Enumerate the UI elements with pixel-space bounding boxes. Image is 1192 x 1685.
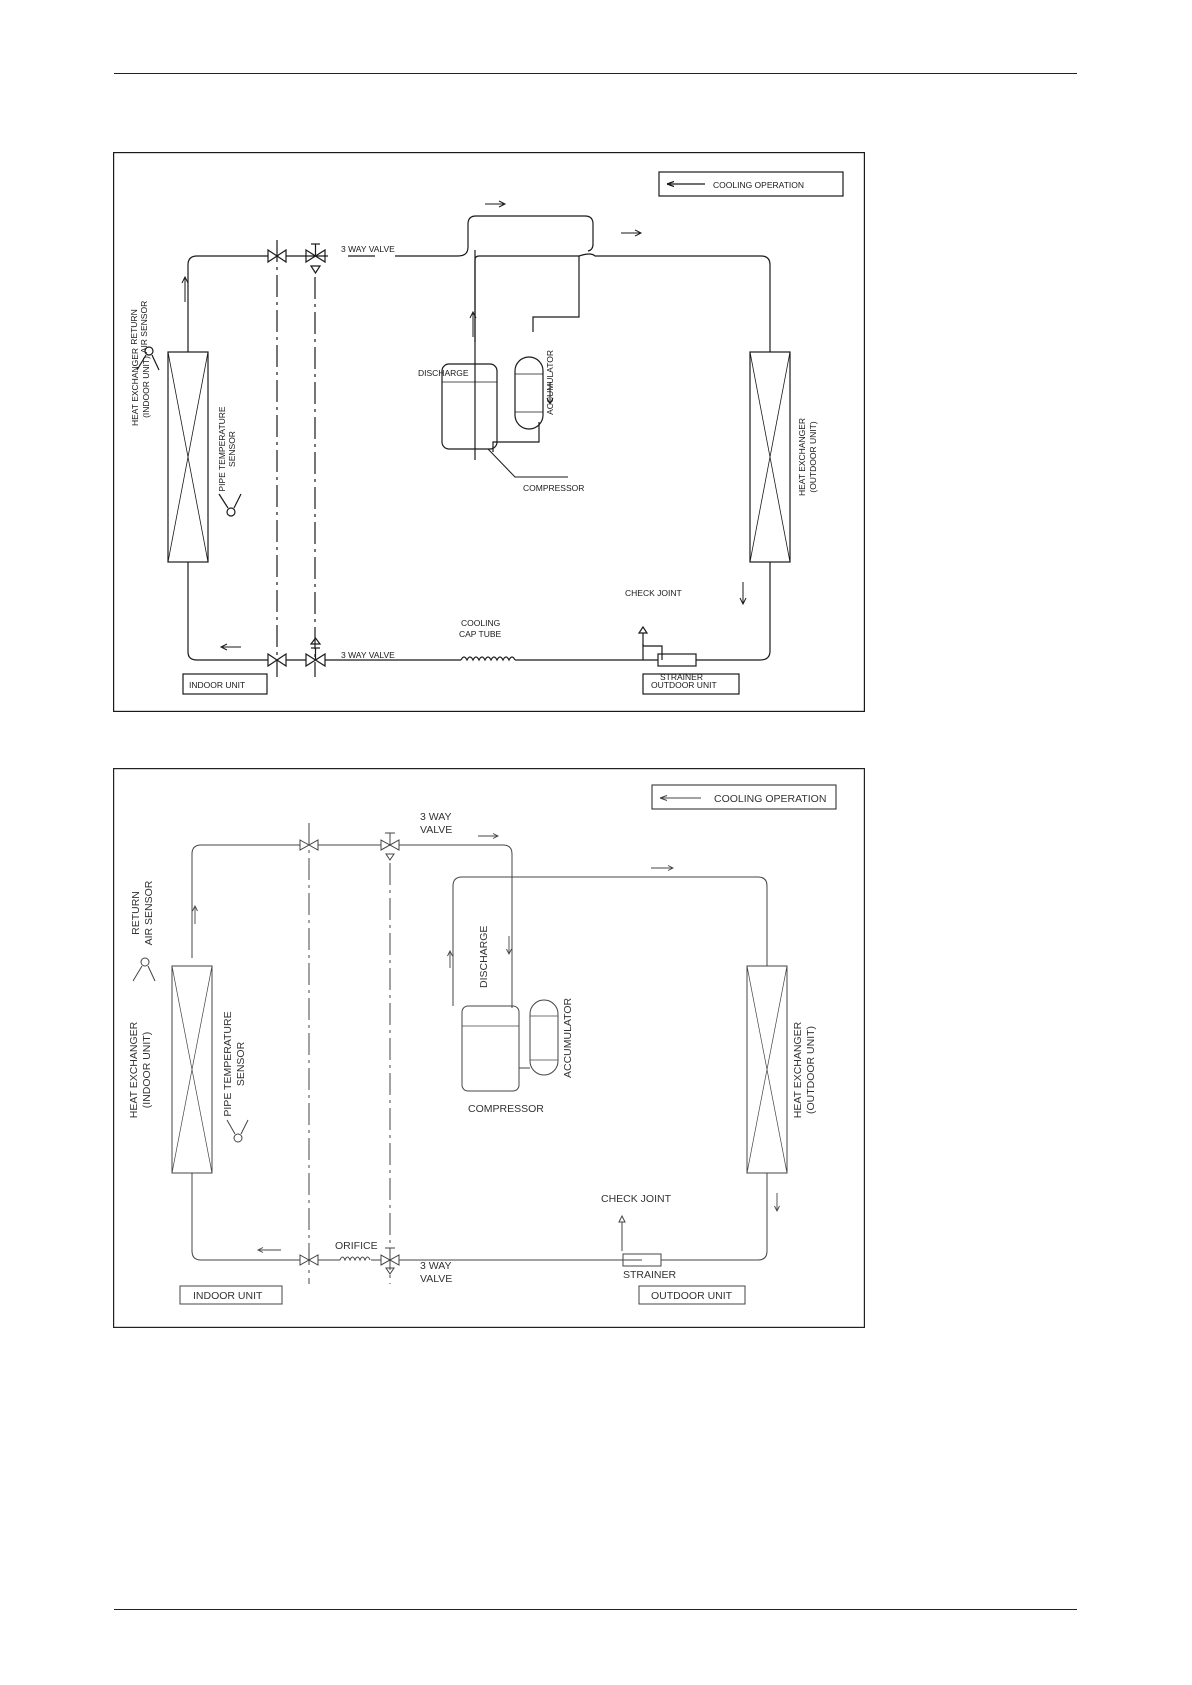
strainer	[657, 653, 697, 667]
discharge-label: DISCHARGE	[418, 368, 469, 378]
legend-box: COOLING OPERATION	[658, 171, 844, 197]
accumulator-label: ACCUMULATOR	[545, 350, 555, 415]
outdoor-hx-label-1: HEAT EXCHANGER	[792, 1021, 804, 1118]
return-sensor-label-1: RETURN	[129, 309, 139, 344]
indoor-hx-label-1: HEAT EXCHANGER	[130, 348, 140, 426]
indoor-hx-label-1: HEAT EXCHANGER	[128, 1021, 140, 1118]
strainer	[622, 1253, 662, 1267]
three-way-valve-top	[305, 243, 326, 275]
outdoor-hx-label-1: HEAT EXCHANGER	[797, 418, 807, 496]
check-joint	[618, 1214, 626, 1233]
indoor-heat-exchanger	[167, 351, 209, 563]
service-valve-top	[299, 839, 319, 851]
outdoor-heat-exchanger	[749, 351, 791, 563]
pipe-sensor-label-1: PIPE TEMPERATURE	[217, 406, 227, 492]
outdoor-heat-exchanger	[746, 965, 788, 1174]
cooling-cycle-diagram-bottom: COOLING OPERATION	[113, 768, 865, 1328]
cap-tube-label-1: COOLING	[461, 618, 500, 628]
valve-top-label-2: VALVE	[420, 824, 452, 836]
compressor-label: COMPRESSOR	[468, 1103, 544, 1115]
cap-tube-coil	[460, 656, 516, 662]
three-way-valve-top	[380, 832, 400, 861]
check-joint	[637, 625, 649, 646]
outdoor-unit-box	[642, 673, 740, 695]
check-joint-label: CHECK JOINT	[625, 588, 682, 598]
flow-arrows	[181, 200, 747, 651]
flow-arrows	[192, 833, 780, 1253]
strainer-label: STRAINER	[660, 672, 703, 682]
return-sensor-label-1: RETURN	[130, 891, 142, 935]
footer-rule	[114, 1609, 1077, 1610]
pipe-temperature-sensor	[218, 493, 242, 517]
orifice-coil	[339, 1256, 371, 1262]
indoor-hx-label-2: (INDOOR UNIT)	[141, 1032, 153, 1108]
valve-label-bottom: 3 WAY VALVE	[341, 650, 395, 660]
valve-bottom-label-2: VALVE	[420, 1273, 452, 1285]
return-sensor-label-2: AIR SENSOR	[139, 301, 149, 353]
compressor	[441, 363, 568, 478]
indoor-heat-exchanger	[171, 965, 213, 1174]
valve-top-label-1: 3 WAY	[420, 811, 452, 823]
valve-label-top: 3 WAY VALVE	[341, 244, 395, 254]
valve-bottom-label-1: 3 WAY	[420, 1260, 452, 1272]
indoor-hx-label-2: (INDOOR UNIT)	[141, 356, 151, 418]
outdoor-hx-label-2: (OUTDOOR UNIT)	[808, 421, 818, 492]
service-valve-bottom	[299, 1254, 319, 1266]
outdoor-unit-label: OUTDOOR UNIT	[651, 1290, 733, 1302]
indoor-unit-box	[182, 673, 268, 695]
legend-label: COOLING OPERATION	[714, 793, 826, 805]
legend-label: COOLING OPERATION	[713, 180, 804, 190]
service-valve-bottom	[267, 652, 287, 668]
return-air-sensor	[132, 957, 156, 982]
cooling-cycle-diagram-top: COOLING OPERATION	[113, 152, 865, 712]
service-valve-top	[267, 248, 287, 264]
check-joint-label: CHECK JOINT	[601, 1193, 672, 1205]
outdoor-unit-box	[638, 1285, 746, 1305]
indoor-unit-label: INDOOR UNIT	[193, 1290, 263, 1302]
pipe-sensor-label-2: SENSOR	[235, 1041, 247, 1086]
compressor	[461, 1005, 520, 1092]
accumulator-label: ACCUMULATOR	[562, 997, 574, 1078]
return-air-sensor	[136, 346, 160, 371]
pipe-sensor-label-2: SENSOR	[227, 431, 237, 467]
legend-box: COOLING OPERATION	[651, 784, 837, 810]
indoor-unit-label: INDOOR UNIT	[189, 680, 245, 690]
return-sensor-label-2: AIR SENSOR	[143, 880, 155, 945]
cap-tube-label-2: CAP TUBE	[459, 629, 502, 639]
pipe-temperature-sensor	[226, 1119, 249, 1143]
pipe-sensor-label-1: PIPE TEMPERATURE	[222, 1011, 234, 1116]
orifice-label: ORIFICE	[335, 1240, 378, 1252]
outdoor-hx-label-2: (OUTDOOR UNIT)	[805, 1026, 817, 1114]
compressor-label: COMPRESSOR	[523, 483, 584, 493]
indoor-unit-box	[179, 1285, 283, 1305]
strainer-label: STRAINER	[623, 1269, 677, 1281]
accumulator	[529, 999, 559, 1076]
header-rule	[114, 73, 1077, 74]
accumulator	[514, 356, 544, 430]
outdoor-unit-label: OUTDOOR UNIT	[651, 680, 717, 690]
discharge-label: DISCHARGE	[478, 926, 490, 988]
